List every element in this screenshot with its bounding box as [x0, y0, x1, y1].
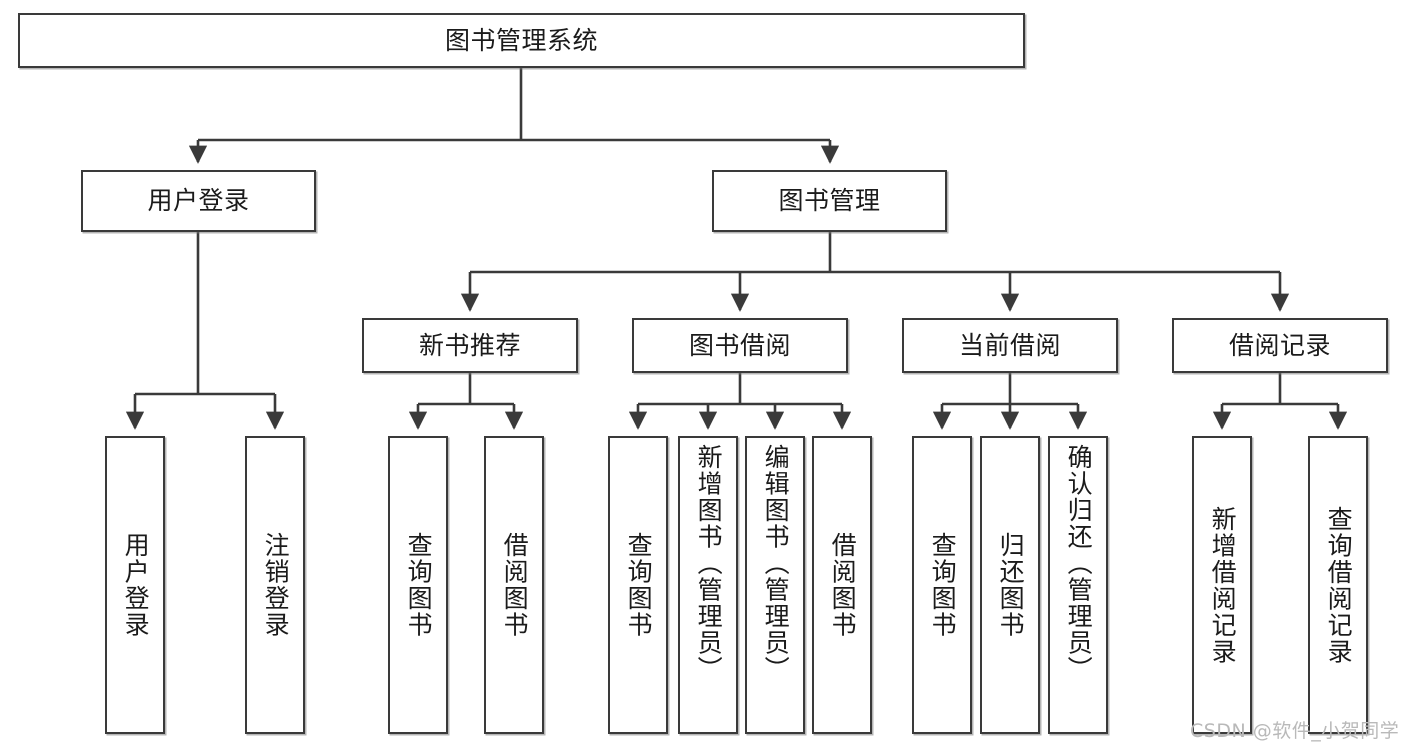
node-book-management[interactable]: 图书管理 — [712, 170, 947, 232]
node-label: 新增图书（管理员） — [694, 444, 724, 683]
node-label: 查询图书 — [624, 532, 654, 638]
node-label: 当前借阅 — [958, 330, 1061, 360]
leaf-logout[interactable]: 注销登录 — [245, 436, 305, 734]
node-label: 编辑图书（管理员） — [761, 444, 791, 683]
node-borrow-record[interactable]: 借阅记录 — [1172, 318, 1388, 373]
csdn-watermark: CSDN @软件_小贺同学 — [1190, 720, 1400, 742]
node-user-login[interactable]: 用户登录 — [81, 170, 316, 232]
node-label: 归还图书 — [996, 532, 1026, 638]
leaf-borrow-book[interactable]: 借阅图书 — [812, 436, 872, 734]
node-label: 新增借阅记录 — [1208, 505, 1238, 665]
leaf-query-book-recommend[interactable]: 查询图书 — [388, 436, 448, 734]
node-current-borrow[interactable]: 当前借阅 — [902, 318, 1118, 373]
node-book-borrow[interactable]: 图书借阅 — [632, 318, 848, 373]
node-label: 查询图书 — [928, 532, 958, 638]
node-label: 注销登录 — [261, 532, 291, 638]
node-new-book-recommend[interactable]: 新书推荐 — [362, 318, 578, 373]
node-label: 借阅图书 — [500, 532, 530, 638]
node-label: 用户登录 — [121, 532, 151, 638]
node-label: 查询图书 — [404, 532, 434, 638]
leaf-query-book-current[interactable]: 查询图书 — [912, 436, 972, 734]
leaf-borrow-book-recommend[interactable]: 借阅图书 — [484, 436, 544, 734]
leaf-user-login[interactable]: 用户登录 — [105, 436, 165, 734]
node-label: 借阅记录 — [1228, 330, 1331, 360]
node-label: 图书借阅 — [688, 330, 791, 360]
node-label: 借阅图书 — [828, 532, 858, 638]
node-label: 新书推荐 — [418, 330, 521, 360]
node-label: 图书管理 — [778, 186, 881, 215]
leaf-confirm-return-admin[interactable]: 确认归还（管理员） — [1048, 436, 1108, 734]
node-label: 用户登录 — [147, 186, 250, 215]
leaf-add-borrow-record[interactable]: 新增借阅记录 — [1192, 436, 1252, 734]
node-label: 图书管理系统 — [444, 25, 598, 55]
leaf-edit-book-admin[interactable]: 编辑图书（管理员） — [745, 436, 805, 734]
node-root-book-management-system[interactable]: 图书管理系统 — [18, 13, 1025, 68]
leaf-return-book[interactable]: 归还图书 — [980, 436, 1040, 734]
leaf-query-book-borrow[interactable]: 查询图书 — [608, 436, 668, 734]
node-label: 确认归还（管理员） — [1064, 444, 1094, 683]
leaf-query-borrow-record[interactable]: 查询借阅记录 — [1308, 436, 1368, 734]
leaf-add-book-admin[interactable]: 新增图书（管理员） — [678, 436, 738, 734]
node-label: 查询借阅记录 — [1324, 505, 1354, 665]
